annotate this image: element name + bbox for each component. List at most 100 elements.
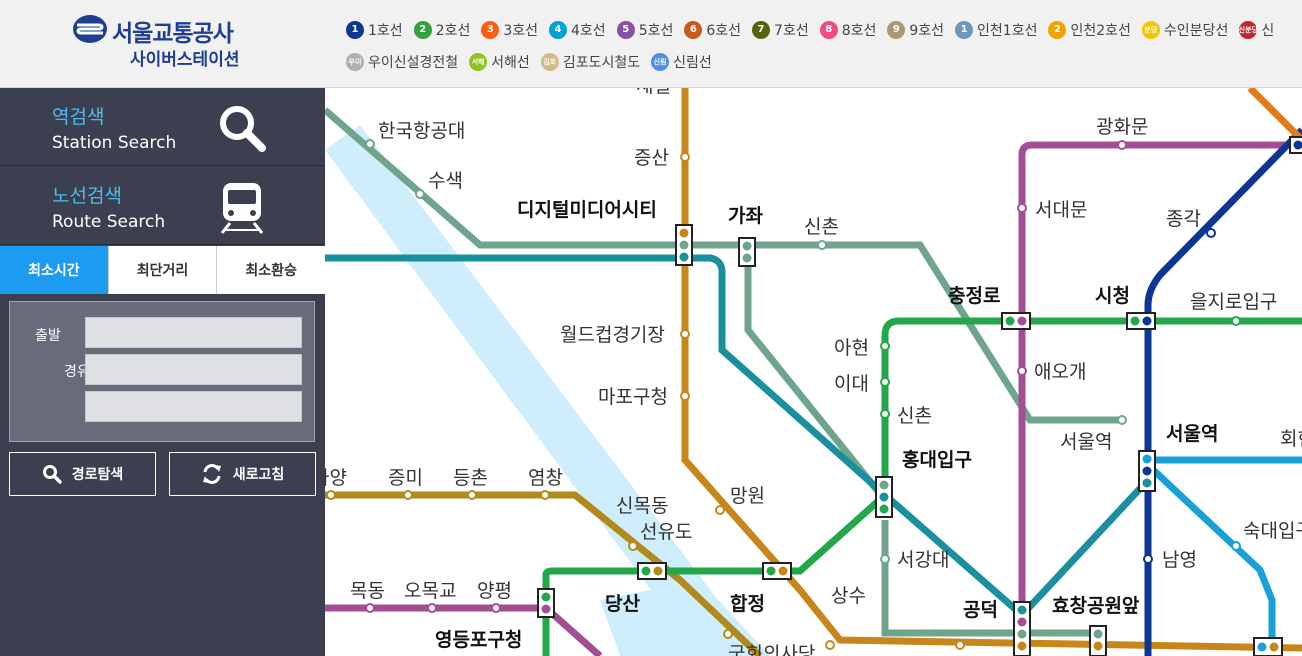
line-badge-icon: 2 [413, 20, 432, 39]
line-badge-icon: 6 [684, 20, 703, 39]
depart-input[interactable] [85, 317, 302, 348]
station-label[interactable]: 서강대 [897, 549, 949, 571]
station-label[interactable]: 을지로입구 [1190, 291, 1277, 313]
depart-label: 출발 [35, 328, 61, 344]
station-label[interactable]: 애오개 [1034, 361, 1086, 383]
legend-label: 우이신설경전철 [368, 55, 459, 71]
line-badge-icon: 4 [549, 20, 568, 39]
via-label: 경유 [64, 364, 90, 380]
station-label[interactable]: 새절 [636, 88, 671, 97]
station-label[interactable]: 등촌 [453, 467, 488, 489]
station-label[interactable]: 국회의사당 [728, 643, 815, 656]
station-label-transfer[interactable]: 서울역 [1166, 423, 1218, 445]
station-label-transfer[interactable]: 충정로 [948, 285, 1000, 307]
station-label[interactable]: 광화문 [1096, 116, 1148, 138]
station-search-label-ko: 역검색 [52, 106, 105, 128]
tab-min-transfer[interactable]: 최소환승 [245, 263, 297, 279]
station-label[interactable]: 가양 [325, 467, 347, 489]
station-label[interactable]: 아현 [834, 337, 869, 359]
station-label[interactable]: 서대문 [1035, 199, 1087, 221]
tab-shortest-distance[interactable]: 최단거리 [109, 246, 218, 294]
station-label[interactable]: 상수 [831, 585, 866, 607]
station-label[interactable]: 종각 [1166, 208, 1201, 230]
line-badge-icon: 1 [955, 20, 974, 39]
station-label[interactable]: 선유도 [640, 521, 692, 543]
legend-label: 5호선 [638, 22, 674, 39]
station-label[interactable]: 한국항공대 [378, 120, 465, 142]
line-badge-icon: 7 [752, 20, 771, 39]
line-6-fragment [1247, 88, 1302, 143]
station-label[interactable]: 서울역 [1060, 431, 1112, 453]
station-label[interactable]: 증산 [634, 147, 669, 169]
line-badge-icon: 신림 [651, 53, 670, 71]
train-icon [220, 183, 264, 234]
station-label[interactable]: 숙대입구 [1243, 520, 1302, 542]
station-label[interactable]: 신촌 [897, 405, 932, 427]
station-label[interactable]: 목동 [350, 580, 385, 602]
sidebar: 역검색 Station Search 노선검색 Route Search 최소시… [0, 88, 325, 656]
station-label[interactable]: 염창 [528, 467, 563, 489]
line-badge-icon: 2 [1048, 20, 1067, 39]
legend-label: 1호선 [368, 22, 403, 39]
tab-min-time[interactable]: 최소시간 [0, 246, 109, 294]
station-label[interactable]: 이대 [834, 373, 869, 395]
station-label[interactable]: 남영 [1162, 549, 1197, 571]
station-label-transfer[interactable]: 당산 [605, 593, 640, 615]
seoul-metro-logo[interactable]: 서울교통공사 사이버스테이션 [72, 12, 262, 72]
station-label[interactable]: 신촌 [804, 216, 839, 238]
station-label-transfer[interactable]: 시청 [1095, 285, 1130, 307]
subway-map[interactable]: 한국항공대 수색 신촌 증산 월드컵경기장 마포구청 망원 상수 선유도 신목동… [325, 88, 1302, 656]
station-label-transfer[interactable]: 영등포구청 [435, 629, 522, 651]
station-label-transfer[interactable]: 디지털미디어시티 [517, 199, 657, 221]
station-label-transfer[interactable]: 공덕 [963, 599, 998, 621]
station-label-transfer[interactable]: 홍대입구 [902, 448, 972, 471]
legend-label: 9호선 [909, 22, 945, 39]
arrival-input[interactable] [85, 391, 302, 422]
station-label-transfer[interactable]: 합정 [730, 593, 765, 615]
station-label[interactable]: 오목교 [404, 580, 456, 602]
refresh-button[interactable]: 새로고침 [169, 452, 316, 496]
route-search-label-en: Route Search [52, 212, 166, 232]
gyeongui-branch [744, 255, 888, 503]
station-label[interactable]: 수색 [428, 170, 463, 192]
line-badge-icon: 서해 [469, 53, 488, 71]
station-label[interactable]: 증미 [388, 467, 423, 489]
station-dots [326, 139, 1241, 650]
station-label[interactable]: 망원 [730, 485, 765, 507]
station-search-label-en: Station Search [52, 133, 177, 153]
station-label-transfer[interactable]: 효창공원앞 [1052, 595, 1140, 617]
legend-label: 김포도시철도 [562, 55, 641, 71]
route-search-label-ko: 노선검색 [52, 185, 122, 207]
route-search-submit-button[interactable]: 경로탐색 [9, 452, 156, 496]
legend-label: 6호선 [706, 22, 742, 39]
station-search-button[interactable]: 역검색 Station Search [0, 88, 325, 166]
search-icon [220, 106, 266, 152]
station-label-transfer[interactable]: 가좌 [728, 205, 763, 227]
station-label[interactable]: 마포구청 [598, 386, 668, 408]
via-input[interactable] [85, 354, 302, 385]
station-label[interactable]: 신목동 [616, 495, 668, 517]
station-label[interactable]: 월드컵경기장 [560, 324, 665, 346]
station-label[interactable]: 양평 [477, 580, 512, 602]
station-label[interactable]: 회현 [1280, 428, 1302, 450]
refresh-icon [202, 464, 221, 484]
route-search-button[interactable]: 노선검색 Route Search [0, 167, 325, 245]
